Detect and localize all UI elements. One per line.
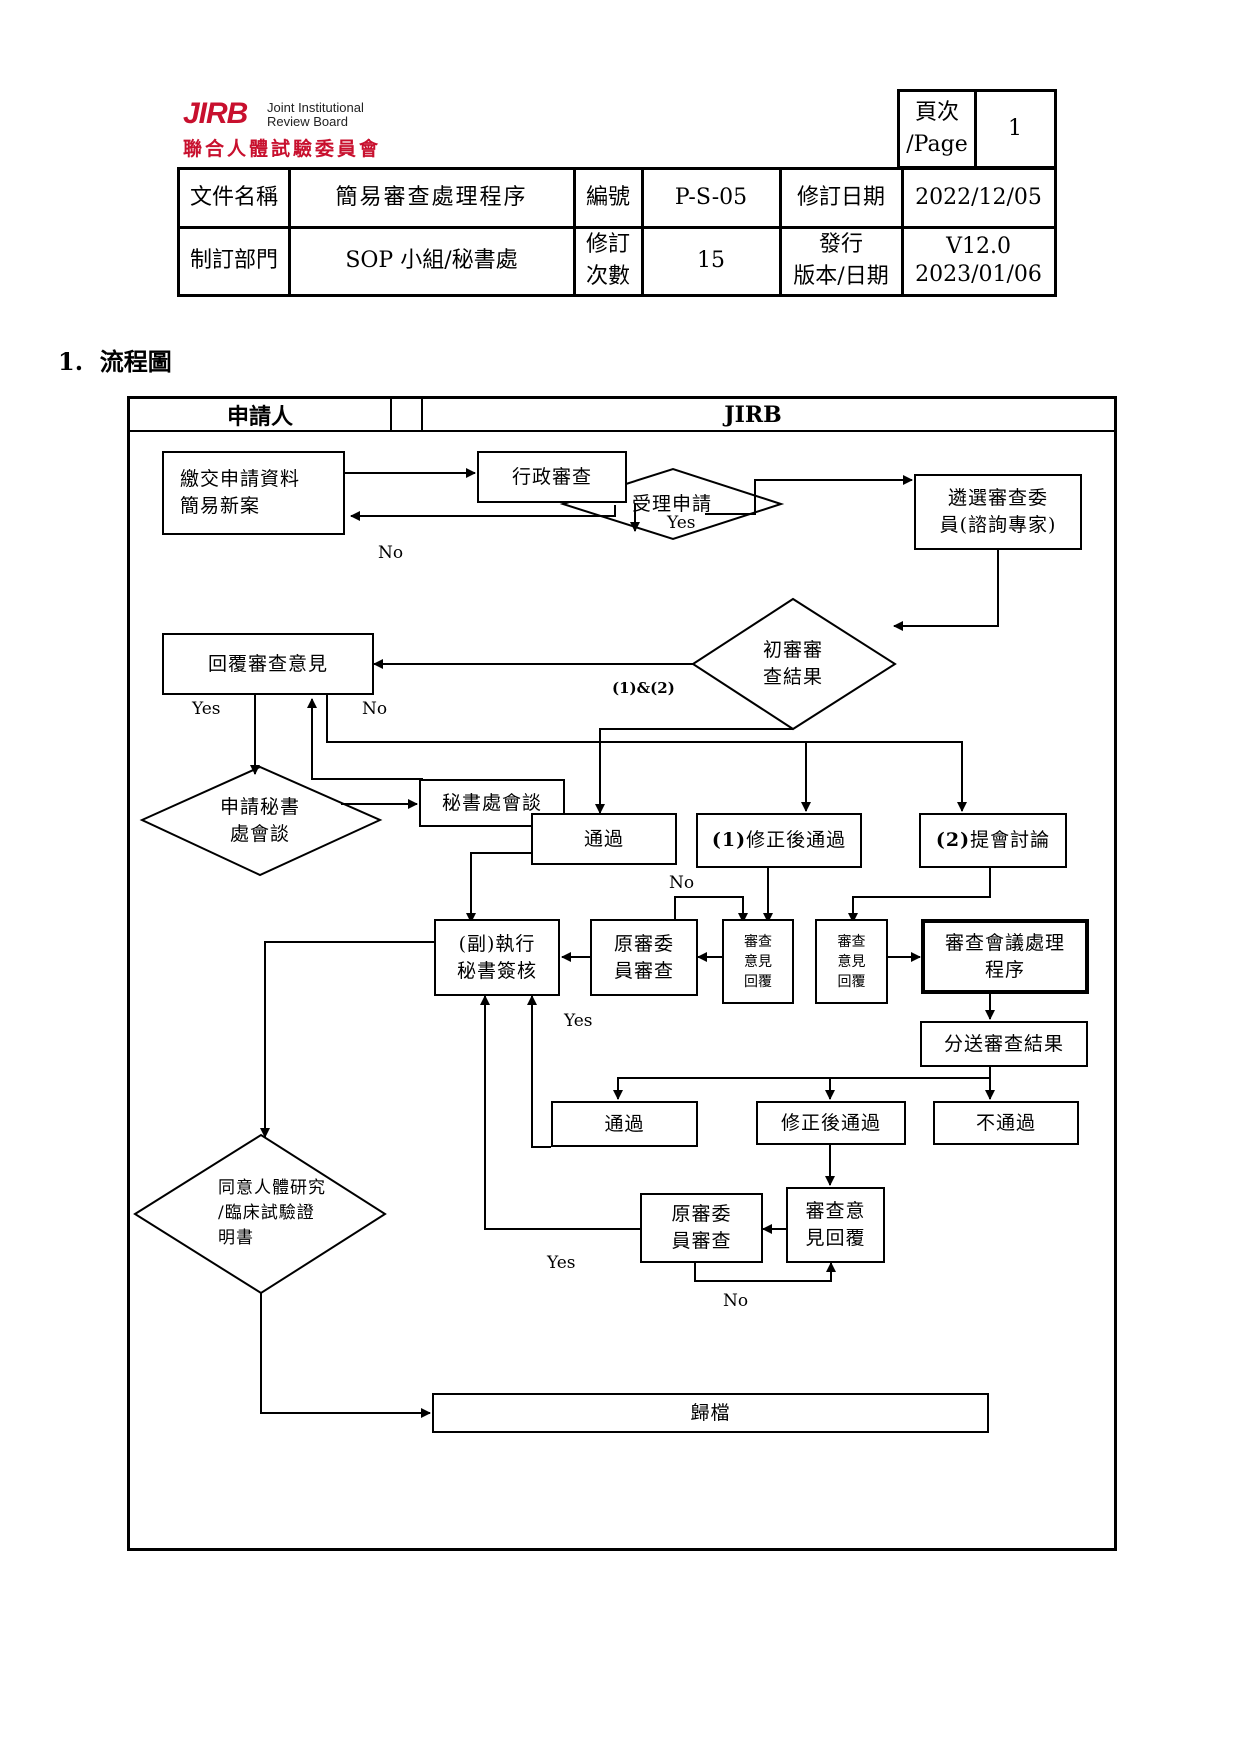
request-meeting-label: 申請秘書 處會談 [219, 796, 300, 845]
yes-label-reply: Yes [192, 699, 221, 719]
page-value-cell: 1 [975, 89, 1057, 169]
yes-label-orig-reviewer2: Yes [547, 1253, 576, 1273]
select-reviewer-box: 遴選審查委 員(諮詢專家) [914, 474, 1082, 550]
lane-applicant: 申請人 [130, 399, 392, 432]
doc-name-label-cell: 文件名稱 [177, 167, 291, 229]
revise-pass-text: 修正後通過 [746, 829, 847, 851]
option-1-2-label: (1)&(2) [612, 679, 675, 697]
rev-date-label-cell: 修訂日期 [780, 167, 904, 229]
yes-label-orig-reviewer: Yes [564, 1011, 593, 1031]
logo-chinese-name: 聯合人體試驗委員會 [183, 138, 382, 160]
flowchart-connectors [133, 399, 999, 1418]
jirb-logo: JIRB Joint Institutional Review Board 聯合… [177, 89, 897, 169]
revise-pass-box: (1)修正後通過 [696, 813, 862, 868]
revise-pass-num: (1) [711, 829, 747, 851]
send-result-box: 分送審查結果 [920, 1021, 1088, 1067]
code-label-cell: 編號 [574, 167, 644, 229]
code-cell: P-S-05 [642, 167, 782, 229]
section-heading: 1. 流程圖 [58, 342, 172, 377]
yes-label-admin: Yes [667, 513, 696, 533]
document-header: JIRB Joint Institutional Review Board 聯合… [177, 89, 1057, 297]
issue-value-cell: V12.0 2023/01/06 [902, 227, 1057, 297]
no-label-reply: No [362, 699, 388, 719]
logo-mark: JIRB [183, 97, 248, 130]
no-label-orig-reviewer: No [669, 873, 695, 893]
arrows [250, 468, 999, 1418]
logo-english-name: Joint Institutional Review Board [267, 101, 364, 129]
submit-box: 繳交申請資料 簡易新案 [162, 451, 345, 535]
section-number: 1. [58, 347, 84, 376]
admin-review-box: 行政審查 [477, 451, 627, 503]
doc-name-cell: 簡易審查處理程序 [289, 167, 576, 229]
comment-reply-a-box: 審查 意見 回覆 [722, 919, 794, 1004]
board-discussion-num: (2) [935, 829, 971, 851]
comment-reply2-box: 審查意 見回覆 [786, 1187, 885, 1263]
archive-box: 歸檔 [432, 1393, 989, 1433]
comment-reply-b-box: 審查 意見 回覆 [815, 919, 888, 1004]
reply-comments-box: 回覆審查意見 [162, 633, 374, 695]
flowchart: 申請人 JIRB 繳交申請資料 簡易新案 行政審查 受理申請 遴選審查委 員(諮… [127, 396, 1117, 1551]
consent-label: 同意人體研究 /臨床試驗證 明書 [218, 1177, 326, 1248]
no-label-orig-reviewer2: No [723, 1291, 749, 1311]
dept-cell: SOP 小組/秘書處 [289, 227, 576, 297]
request-meeting-diamond [139, 765, 383, 877]
revise-pass2-box: 修正後通過 [756, 1101, 906, 1145]
orig-reviewer-box: 原審委 員審查 [590, 919, 698, 996]
rev-date-cell: 2022/12/05 [902, 167, 1057, 229]
board-discussion-box: (2)提會討論 [919, 813, 1067, 868]
lane-jirb: JIRB [392, 399, 1114, 432]
pass-box: 通過 [531, 813, 677, 865]
accept-label: 受理申請 [631, 492, 712, 515]
no-label-admin: No [378, 543, 404, 563]
rev-count-cell: 15 [642, 227, 782, 297]
dept-label-cell: 制訂部門 [177, 227, 291, 297]
consent-diamond [133, 1133, 387, 1295]
logo-en-line1: Joint Institutional [267, 100, 364, 115]
rev-count-label-cell: 修訂 次數 [574, 227, 644, 297]
logo-en-line2: Review Board [267, 114, 348, 129]
reject-box: 不通過 [933, 1101, 1079, 1145]
section-title: 流程圖 [99, 347, 172, 376]
pass2-box: 通過 [551, 1101, 698, 1147]
issue-label-cell: 發行 版本/日期 [780, 227, 904, 297]
initial-result-label: 初審審 查結果 [762, 639, 823, 688]
meeting-proc-box: 審查會議處理 程序 [921, 919, 1089, 994]
orig-reviewer2-box: 原審委 員審查 [640, 1193, 763, 1263]
board-discussion-text: 提會討論 [970, 829, 1051, 851]
page-label-cell: 頁次 /Page [897, 89, 977, 169]
vice-sign-box: (副)執行 秘書簽核 [434, 919, 560, 996]
initial-result-diamond [691, 597, 897, 731]
